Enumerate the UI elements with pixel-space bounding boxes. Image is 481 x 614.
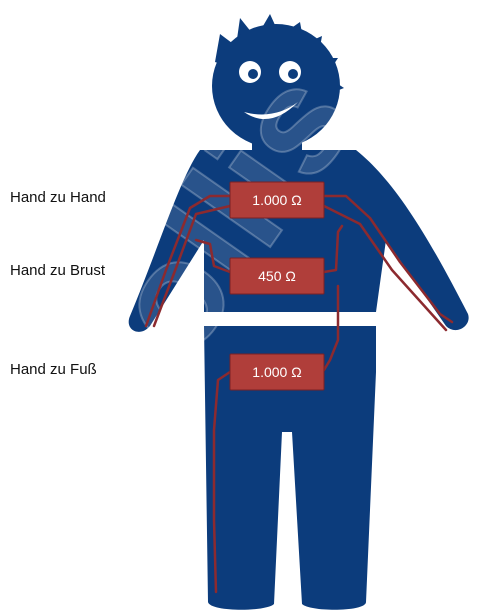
label-hand-to-hand: Hand zu Hand: [10, 189, 106, 206]
label-hand-to-foot: Hand zu Fuß: [10, 361, 97, 378]
resistor-value: 1.000 Ω: [252, 364, 301, 380]
resistor-hand-to-foot: 1.000 Ω: [230, 354, 324, 390]
resistor-hand-to-hand: 1.000 Ω: [230, 182, 324, 218]
resistor-value: 1.000 Ω: [252, 192, 301, 208]
label-hand-to-chest: Hand zu Brust: [10, 262, 105, 279]
resistor-value: 450 Ω: [258, 268, 296, 284]
resistor-hand-to-chest: 450 Ω: [230, 258, 324, 294]
